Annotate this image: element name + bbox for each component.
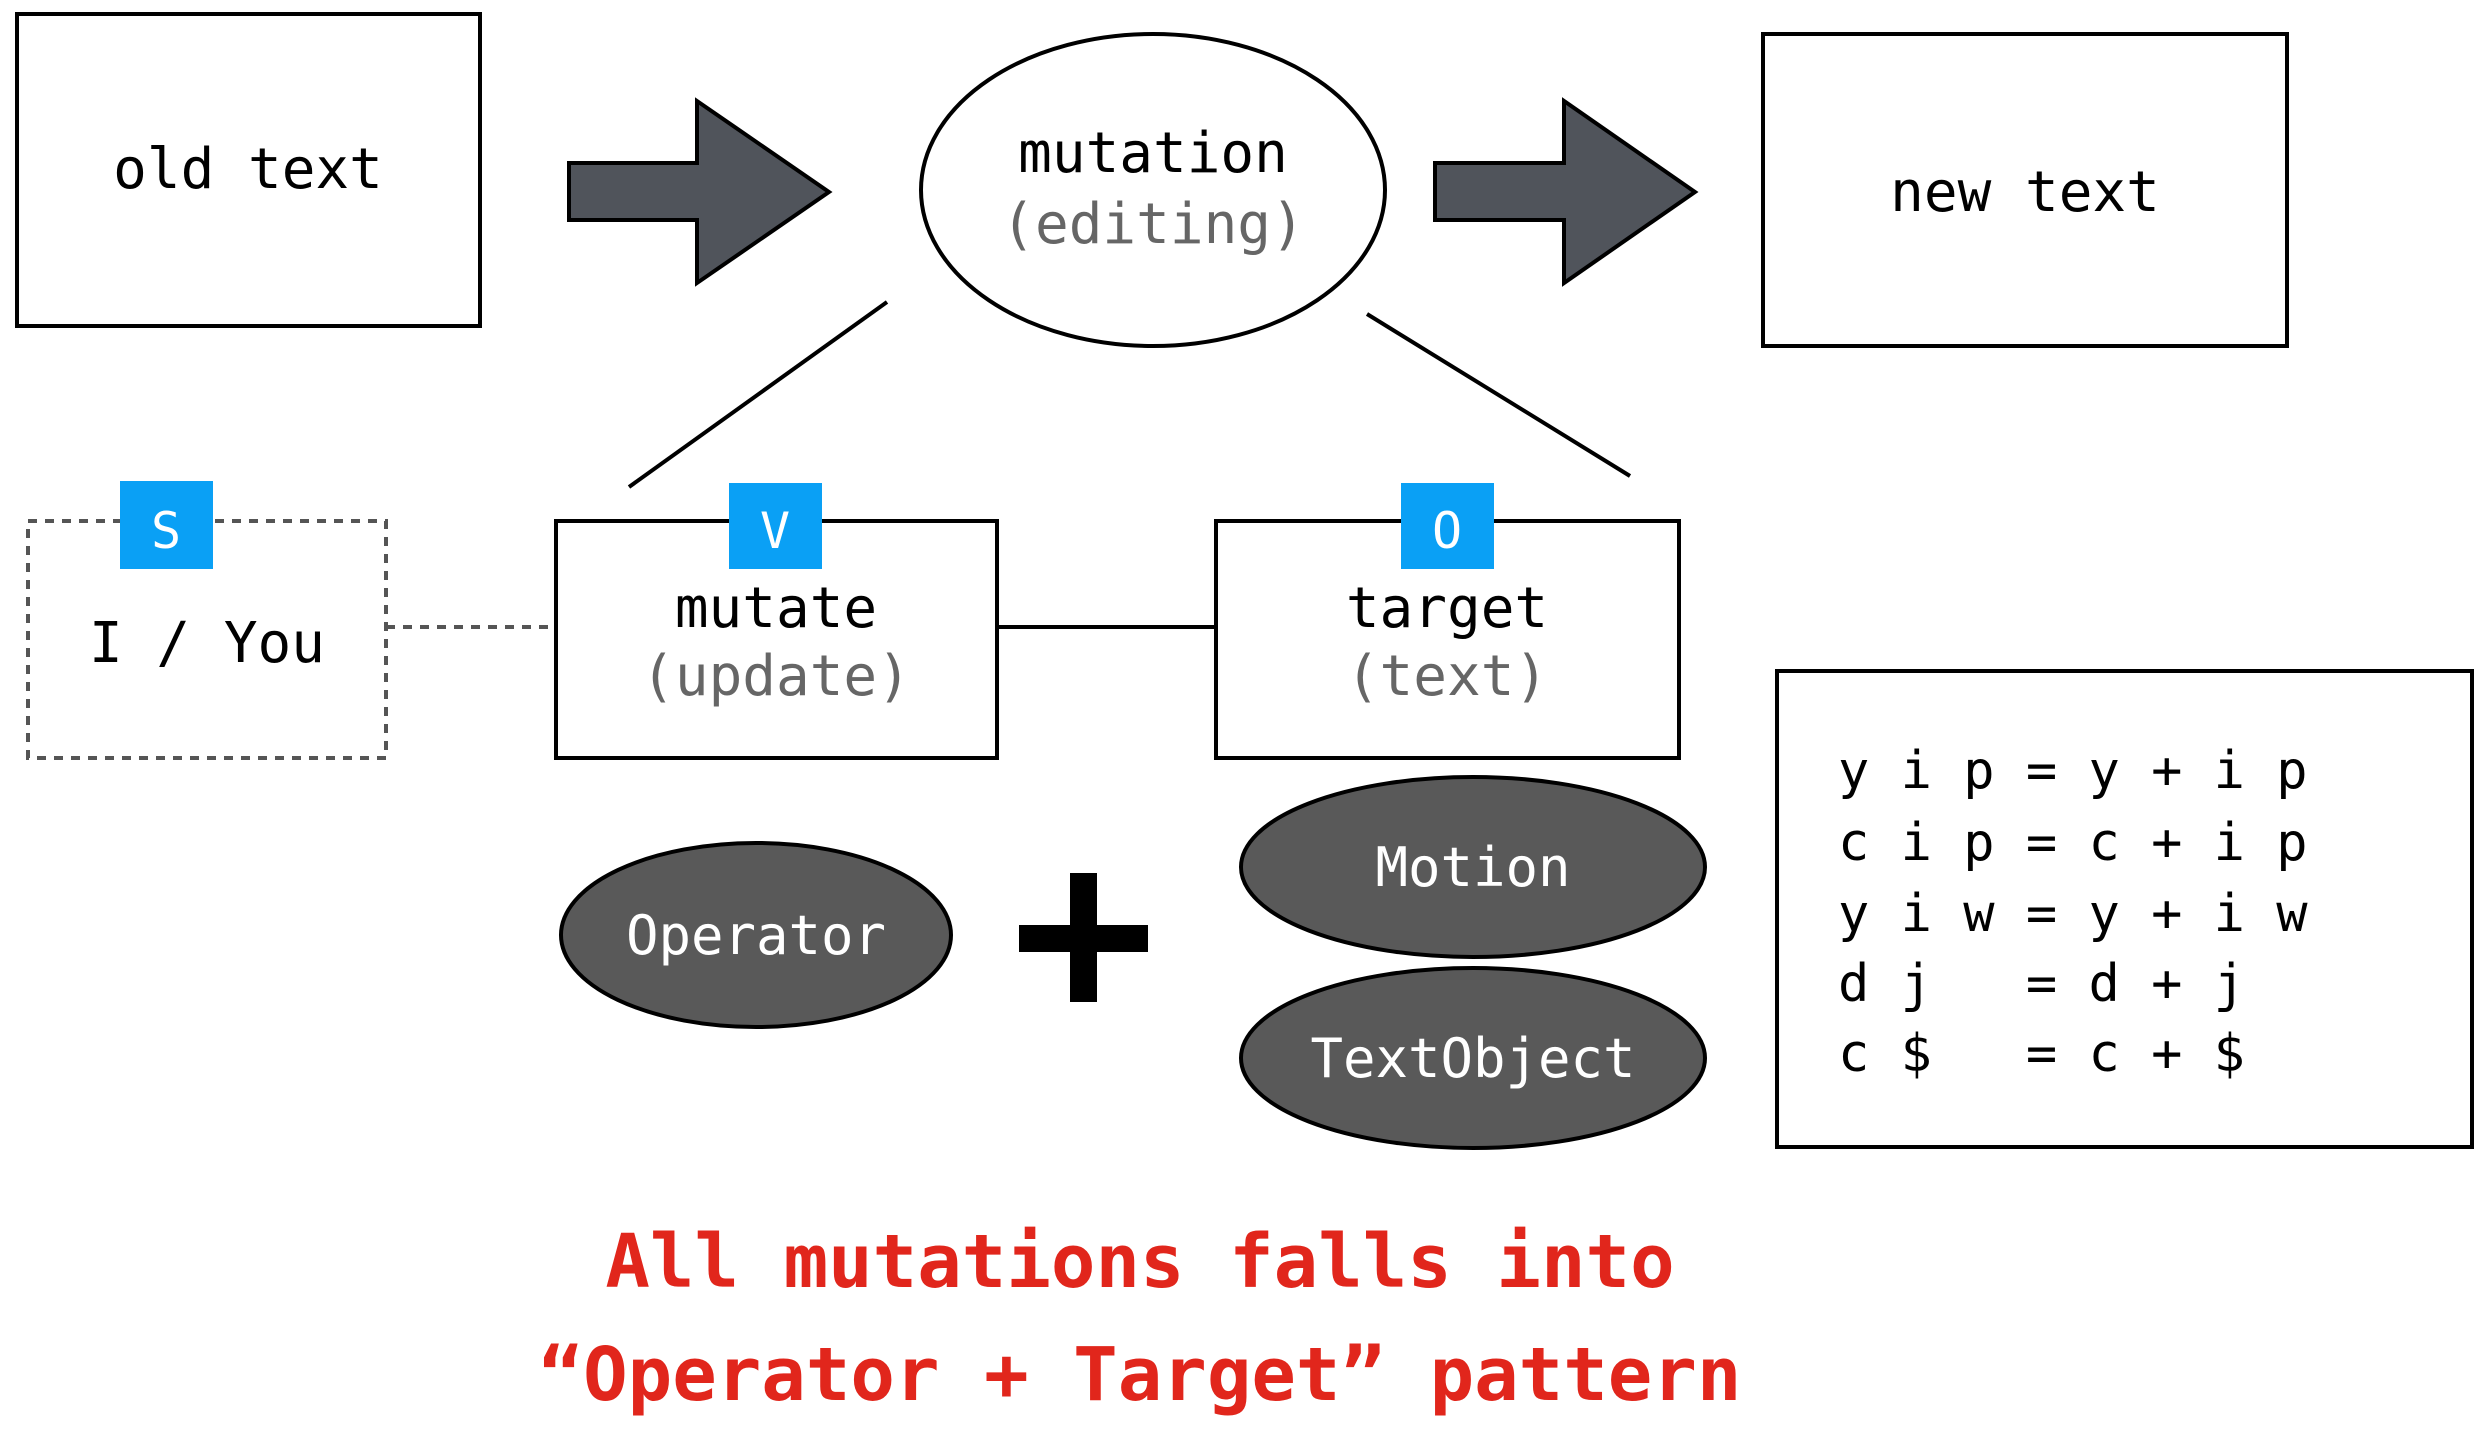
textobject-label: TextObject [1310, 1027, 1635, 1090]
object-title: target [1346, 576, 1548, 641]
flow-arrow-1 [567, 97, 833, 287]
subject-badge-text: S [151, 502, 181, 560]
examples-panel: y i p = y + i p c i p = c + i p y i w = … [1775, 669, 2474, 1149]
object-subtitle: (text) [1346, 644, 1548, 709]
object-node: O target (text) [1214, 483, 1681, 760]
subject-label: I / You [89, 611, 325, 676]
example-row: d j = d + j [1838, 954, 2245, 1014]
verb-badge [729, 483, 822, 569]
verb-subtitle: (update) [641, 644, 911, 709]
operator-label: Operator [626, 904, 886, 967]
new-text-node: new text [1761, 32, 2289, 348]
plus-icon [1019, 873, 1148, 1002]
mutation-node: mutation (editing) [919, 32, 1387, 348]
operator-node: Operator [559, 841, 953, 1029]
object-badge [1401, 483, 1494, 569]
caption-line-2: “Operator + Target” pattern [539, 1332, 1742, 1418]
mutation-subtitle: (editing) [1001, 192, 1304, 257]
verb-badge-text: V [760, 502, 790, 560]
motion-node: Motion [1239, 775, 1707, 959]
mutation-title: mutation [1018, 121, 1288, 186]
flow-arrow-2 [1433, 97, 1699, 287]
new-text-label: new text [1890, 160, 2160, 225]
subject-node: S I / You [26, 481, 388, 760]
motion-label: Motion [1375, 836, 1570, 899]
verb-title: mutate [675, 576, 877, 641]
connector-mutation-to-object [1365, 312, 1632, 478]
textobject-node: TextObject [1239, 966, 1707, 1150]
old-text-label: old text [113, 137, 383, 202]
old-text-node: old text [15, 12, 482, 328]
connector-mutation-to-verb [627, 300, 889, 489]
verb-node: V mutate (update) [554, 483, 999, 760]
example-row: y i w = y + i w [1838, 884, 2308, 944]
object-badge-text: O [1432, 502, 1462, 560]
subject-badge [120, 481, 213, 569]
example-row: y i p = y + i p [1838, 741, 2308, 801]
example-row: c $ = c + $ [1838, 1024, 2245, 1084]
example-row: c i p = c + i p [1838, 813, 2308, 873]
caption-line-1: All mutations falls into [605, 1219, 1674, 1305]
